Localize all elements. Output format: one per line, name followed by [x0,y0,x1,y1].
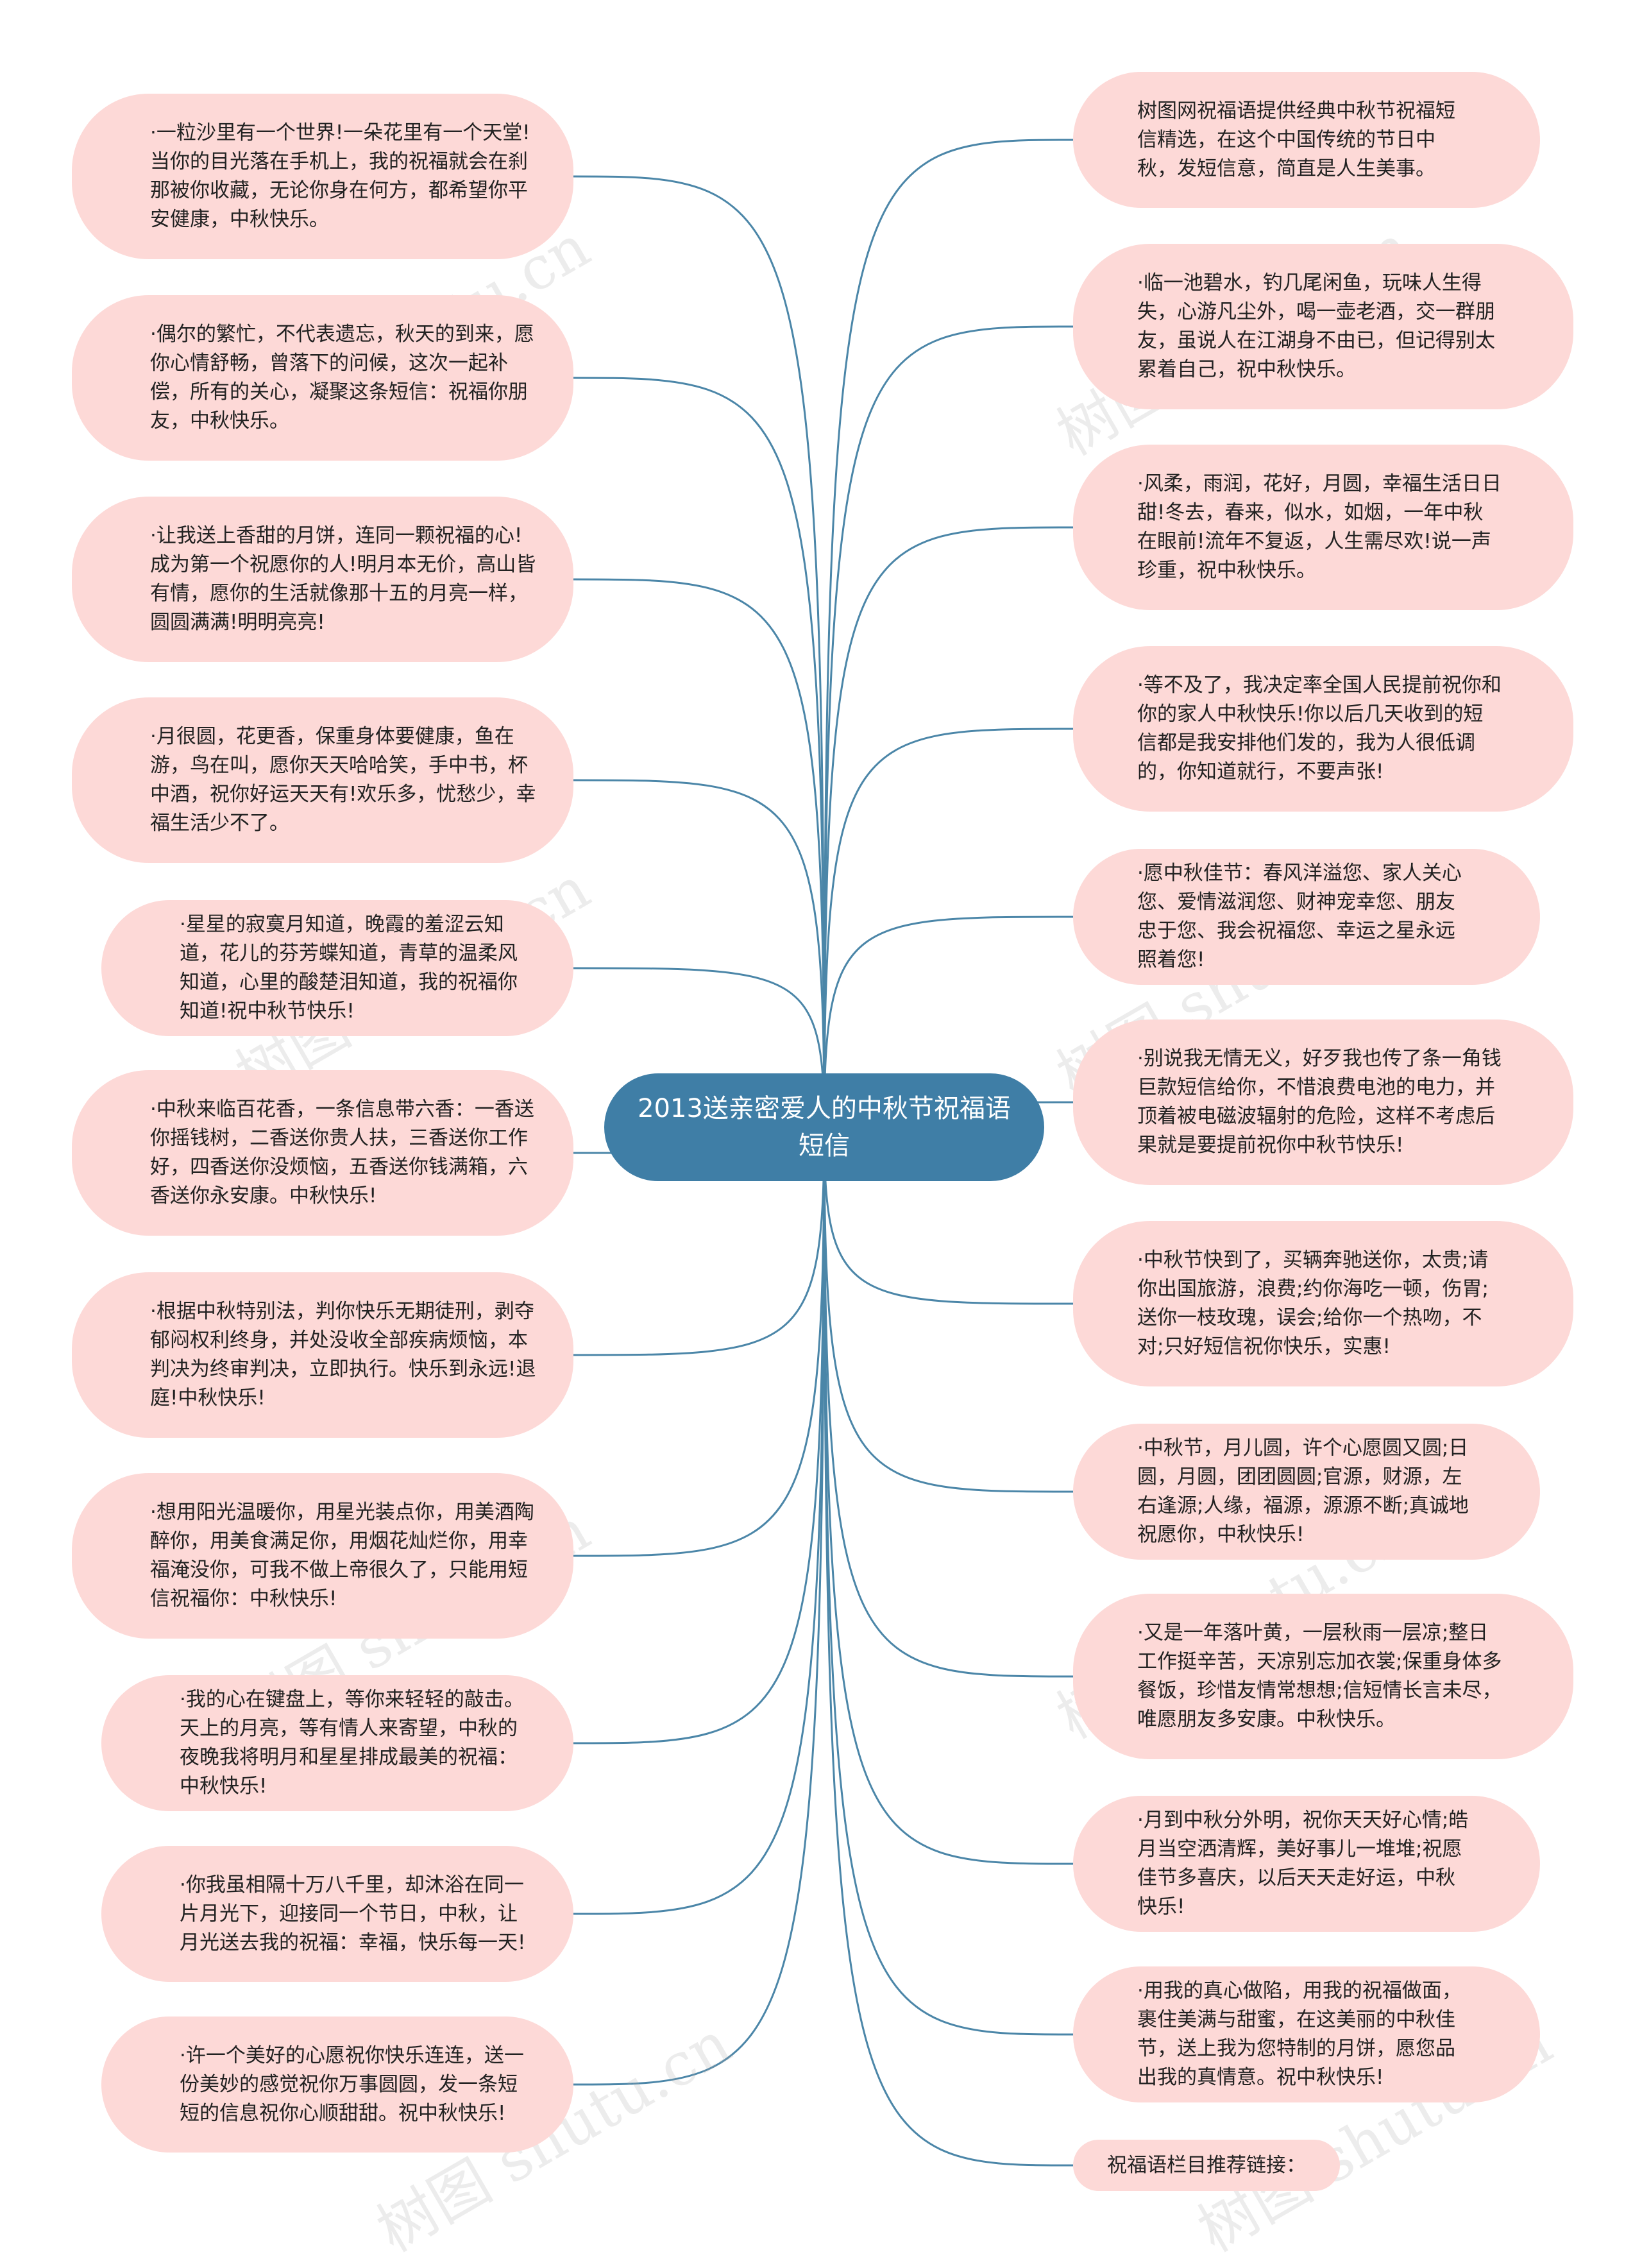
branch-node-right-4[interactable]: ·等不及了，我决定率全国人民提前祝你和你的家人中秋快乐!你以后几天收到的短信都是… [1073,646,1573,812]
connector-left-1 [573,175,825,1128]
central-topic[interactable]: 2013送亲密爱人的中秋节祝福语短信 [604,1073,1044,1181]
branch-node-left-1[interactable]: ·一粒沙里有一个世界!一朵花里有一个天堂!当你的目光落在手机上，我的祝福就会在刹… [72,94,573,259]
branch-node-text: ·用我的真心做陷，用我的祝福做面，裹住美满与甜蜜，在这美丽的中秋佳节，送上我为您… [1137,1979,1462,2089]
branch-node-left-9[interactable]: ·我的心在键盘上，等你来轻轻的敲击。天上的月亮，等有情人来寄望，中秋的夜晚我将明… [101,1675,573,1811]
connector-right-2 [823,325,1074,1128]
branch-node-text: ·月到中秋分外明，祝你天天好心情;皓月当空洒清辉，美好事儿一堆堆;祝愿佳节多喜庆… [1137,1809,1469,1918]
branch-node-right-8[interactable]: ·中秋节，月儿圆，许个心愿圆又圆;日圆，月圆，团团圆圆;官源，财源，左右逢源;人… [1073,1424,1540,1560]
branch-node-left-6[interactable]: ·中秋来临百花香，一条信息带六香：一香送你摇钱树，二香送你贵人扶，三香送你工作好… [72,1070,573,1236]
connector-left-7 [573,1127,825,1356]
branch-node-left-2[interactable]: ·偶尔的繁忙，不代表遗忘，秋天的到来，愿你心情舒畅，曾落下的问候，这次一起补偿，… [72,295,573,461]
branch-node-right-5[interactable]: ·愿中秋佳节：春风洋溢您、家人关心您、爱情滋润您、财神宠幸您、朋友忠于您、我会祝… [1073,849,1540,985]
branch-node-text: 树图网祝福语提供经典中秋节祝福短信精选，在这个中国传统的节日中秋，发短信意，简直… [1137,99,1455,180]
branch-node-left-3[interactable]: ·让我送上香甜的月饼，连同一颗祝福的心!成为第一个祝愿你的人!明月本无价，高山皆… [72,497,573,662]
branch-node-right-7[interactable]: ·中秋节快到了，买辆奔驰送你，太贵;请你出国旅游，浪费;约你海吃一顿，伤胃;送你… [1073,1221,1573,1386]
branch-node-text: ·让我送上香甜的月饼，连同一颗祝福的心!成为第一个祝愿你的人!明月本无价，高山皆… [150,524,536,634]
connector-left-3 [573,578,825,1128]
connector-left-8 [573,1127,825,1557]
branch-node-text: ·月很圆，花更香，保重身体要健康，鱼在游，鸟在叫，愿你天天哈哈笑，手中书，杯中酒… [150,725,536,835]
connector-left-10 [573,1127,825,1915]
branch-node-text: ·你我虽相隔十万八千里，却沐浴在同一片月光下，迎接同一个节日，中秋，让月光送去我… [180,1873,526,1954]
branch-node-text: ·想用阳光温暖你，用星光装点你，用美酒陶醉你，用美食满足你，用烟花灿烂你，用幸福… [150,1501,534,1610]
branch-node-right-11[interactable]: ·用我的真心做陷，用我的祝福做面，裹住美满与甜蜜，在这美丽的中秋佳节，送上我为您… [1073,1966,1540,2102]
connector-right-11 [823,1127,1074,2036]
branch-node-text: ·愿中秋佳节：春风洋溢您、家人关心您、爱情滋润您、财神宠幸您、朋友忠于您、我会祝… [1137,862,1462,971]
connector-right-9 [823,1127,1074,1678]
connector-right-5 [823,916,1074,1128]
branch-node-right-9[interactable]: ·又是一年落叶黄，一层秋雨一层凉;整日工作挺辛苦，天凉别忘加衣裳;保重身体多餐饭… [1073,1594,1573,1759]
branch-node-text: ·中秋节，月儿圆，许个心愿圆又圆;日圆，月圆，团团圆圆;官源，财源，左右逢源;人… [1137,1437,1469,1546]
branch-node-left-4[interactable]: ·月很圆，花更香，保重身体要健康，鱼在游，鸟在叫，愿你天天哈哈笑，手中书，杯中酒… [72,697,573,863]
branch-node-text: ·别说我无情无义，好歹我也传了条一角钱巨款短信给你，不惜浪费电池的电力，并顶着被… [1137,1047,1502,1157]
branch-node-right-2[interactable]: ·临一池碧水，钓几尾闲鱼，玩味人生得失，心游凡尘外，喝一壶老酒，交一群朋友，虽说… [1073,244,1573,409]
branch-node-left-10[interactable]: ·你我虽相隔十万八千里，却沐浴在同一片月光下，迎接同一个节日，中秋，让月光送去我… [101,1846,573,1982]
branch-node-text: ·临一池碧水，钓几尾闲鱼，玩味人生得失，心游凡尘外，喝一壶老酒，交一群朋友，虽说… [1137,271,1495,381]
branch-node-text: ·又是一年落叶黄，一层秋雨一层凉;整日工作挺辛苦，天凉别忘加衣裳;保重身体多餐饭… [1137,1621,1502,1731]
branch-node-right-6[interactable]: ·别说我无情无义，好歹我也传了条一角钱巨款短信给你，不惜浪费电池的电力，并顶着被… [1073,1019,1573,1185]
connector-right-8 [823,1127,1074,1493]
branch-node-text: ·星星的寂寞月知道，晚霞的羞涩云知道，花儿的芬芳蝶知道，青草的温柔风知道，心里的… [180,913,518,1023]
branch-node-text: ·一粒沙里有一个世界!一朵花里有一个天堂!当你的目光落在手机上，我的祝福就会在刹… [150,121,530,231]
connector-right-3 [823,526,1074,1128]
branch-node-left-7[interactable]: ·根据中秋特别法，判你快乐无期徒刑，剥夺郁闷权利终身，并处没收全部疾病烦恼，本判… [72,1272,573,1438]
connector-right-12 [823,1127,1074,2167]
branch-node-text: ·许一个美好的心愿祝你快乐连连，送一份美妙的感觉祝你万事圆圆，发一条短短的信息祝… [180,2043,524,2125]
connector-right-7 [823,1127,1074,1305]
connector-right-1 [823,139,1074,1128]
connector-left-5 [573,967,825,1128]
branch-node-text: ·偶尔的繁忙，不代表遗忘，秋天的到来，愿你心情舒畅，曾落下的问候，这次一起补偿，… [150,323,534,432]
branch-node-right-10[interactable]: ·月到中秋分外明，祝你天天好心情;皓月当空洒清辉，美好事儿一堆堆;祝愿佳节多喜庆… [1073,1796,1540,1932]
branch-node-left-5[interactable]: ·星星的寂寞月知道，晚霞的羞涩云知道，花儿的芬芳蝶知道，青草的温柔风知道，心里的… [101,900,573,1036]
branch-node-text: ·根据中秋特别法，判你快乐无期徒刑，剥夺郁闷权利终身，并处没收全部疾病烦恼，本判… [150,1300,536,1410]
branch-node-text: ·风柔，雨润，花好，月圆，幸福生活日日甜!冬去，春来，似水，如烟，一年中秋在眼前… [1137,472,1502,582]
branch-node-text: ·等不及了，我决定率全国人民提前祝你和你的家人中秋快乐!你以后几天收到的短信都是… [1137,674,1502,783]
branch-node-right-12[interactable]: 祝福语栏目推荐链接： [1073,2140,1340,2191]
connector-right-4 [823,728,1074,1128]
connector-left-2 [573,377,825,1128]
branch-node-text: 祝福语栏目推荐链接： [1107,2153,1306,2177]
branch-node-text: ·中秋节快到了，买辆奔驰送你，太贵;请你出国旅游，浪费;约你海吃一顿，伤胃;送你… [1137,1249,1489,1358]
branch-node-right-3[interactable]: ·风柔，雨润，花好，月圆，幸福生活日日甜!冬去，春来，似水，如烟，一年中秋在眼前… [1073,445,1573,610]
branch-node-right-1[interactable]: 树图网祝福语提供经典中秋节祝福短信精选，在这个中国传统的节日中秋，发短信意，简直… [1073,72,1540,208]
connector-right-10 [823,1127,1074,1865]
connector-left-9 [573,1127,825,1744]
branch-node-text: ·我的心在键盘上，等你来轻轻的敲击。天上的月亮，等有情人来寄望，中秋的夜晚我将明… [180,1688,524,1798]
branch-node-left-8[interactable]: ·想用阳光温暖你，用星光装点你，用美酒陶醉你，用美食满足你，用烟花灿烂你，用幸福… [72,1473,573,1639]
branch-node-text: ·中秋来临百花香，一条信息带六香：一香送你摇钱树，二香送你贵人扶，三香送你工作好… [150,1098,534,1207]
connector-left-11 [573,1127,825,2086]
connector-left-4 [573,779,825,1128]
branch-node-left-11[interactable]: ·许一个美好的心愿祝你快乐连连，送一份美妙的感觉祝你万事圆圆，发一条短短的信息祝… [101,2016,573,2153]
